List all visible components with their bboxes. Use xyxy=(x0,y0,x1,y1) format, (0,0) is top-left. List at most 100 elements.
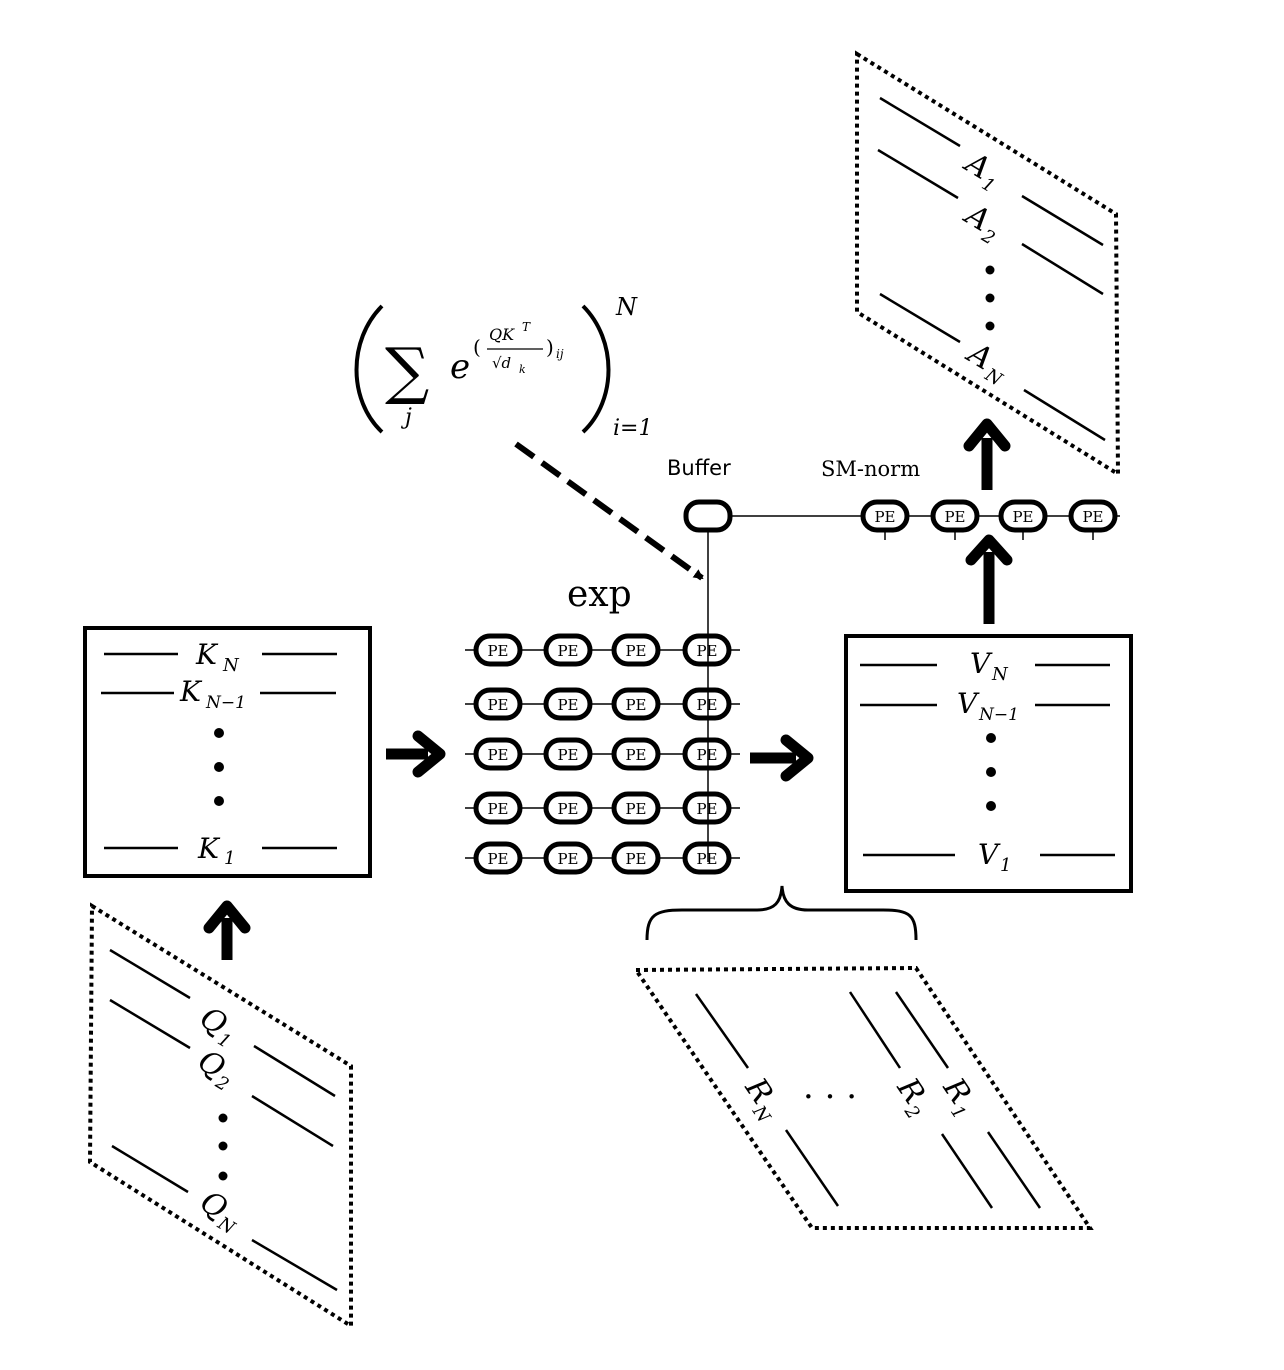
pe-label: PE xyxy=(874,508,895,526)
pe-cell-r3-c4: PE xyxy=(682,737,732,771)
left-parenthesis xyxy=(354,304,384,434)
right-parenthesis xyxy=(581,304,611,434)
outer-subscript: i=1 xyxy=(613,416,652,441)
r-matrix-border xyxy=(632,965,1094,1230)
pe-label: PE xyxy=(487,696,508,714)
q-row-n: Q N xyxy=(194,1184,240,1240)
svg-text:K: K xyxy=(197,832,221,865)
v-row-n-minus-1: V N−1 xyxy=(957,687,1019,725)
formula-dashed-arrow xyxy=(514,441,704,581)
exp-close-sub: ij xyxy=(556,347,564,361)
exp-close-paren: ) xyxy=(546,335,554,359)
svg-text:K: K xyxy=(195,638,219,671)
pe-label: PE xyxy=(696,642,717,660)
svg-text:V: V xyxy=(978,838,1001,871)
r-col-1: R 1 xyxy=(935,1071,977,1123)
k-row-1: K 1 xyxy=(197,832,235,869)
exp-denominator-sub: k xyxy=(519,363,526,376)
pe-label: PE xyxy=(557,642,578,660)
svg-text:N−1: N−1 xyxy=(205,693,246,713)
q-row-1: Q 1 xyxy=(194,1000,235,1053)
k-row-n: K N xyxy=(195,638,240,676)
arrow-q-to-k xyxy=(203,900,251,960)
r-col-n: R N xyxy=(737,1071,779,1128)
exp-base: e xyxy=(450,347,470,387)
pe-cell-r4-c1: PE xyxy=(473,791,523,825)
pe-label: PE xyxy=(625,800,646,818)
arrow-v-to-smnorm xyxy=(965,534,1013,624)
exp-label: exp xyxy=(567,574,632,615)
softmax-denominator-formula: ∑ j e ( QK T √d k ) ij N i=1 xyxy=(354,293,652,441)
sm-norm-pe-1: PE xyxy=(860,499,910,533)
pe-cell-r2-c1: PE xyxy=(473,687,523,721)
svg-text:R: R xyxy=(889,1071,931,1110)
pe-cell-r5-c1: PE xyxy=(473,841,523,875)
a-matrix-border xyxy=(855,50,1121,478)
pe-label: PE xyxy=(696,850,717,868)
v-matrix-box xyxy=(844,634,1133,893)
a-matrix: A 1 A 2 A N xyxy=(855,50,1121,478)
pe-label: PE xyxy=(625,850,646,868)
k-matrix: K N K N−1 K 1 xyxy=(83,626,372,878)
pe-cell-r2-c3: PE xyxy=(611,687,661,721)
pe-cell-r1-c4: PE xyxy=(682,633,732,667)
sum-symbol: ∑ xyxy=(385,334,429,407)
pe-label: PE xyxy=(487,800,508,818)
q-matrix-border xyxy=(87,902,353,1330)
sm-norm-pe-3: PE xyxy=(998,499,1048,533)
svg-text:R: R xyxy=(737,1071,779,1110)
pe-label: PE xyxy=(557,800,578,818)
a-row-2: A 2 xyxy=(957,196,999,249)
pe-label: PE xyxy=(557,746,578,764)
pe-cell-r5-c2: PE xyxy=(543,841,593,875)
pe-cell-r3-c1: PE xyxy=(473,737,523,771)
sum-index: j xyxy=(400,405,412,430)
exp-open-paren: ( xyxy=(473,335,481,359)
pe-label: PE xyxy=(944,508,965,526)
arrow-k-to-grid xyxy=(386,730,446,778)
pe-label: PE xyxy=(557,696,578,714)
sm-norm-label: SM-norm xyxy=(821,457,920,481)
exp-numerator-sup: T xyxy=(522,320,531,334)
svg-text:N: N xyxy=(222,655,240,676)
sm-norm-pe-row: PE PE PE PE xyxy=(860,499,1118,540)
k-row-n-minus-1: K N−1 xyxy=(179,675,246,713)
pe-cell-r4-c4: PE xyxy=(682,791,732,825)
a-row-n: A N xyxy=(959,335,1006,392)
pe-label: PE xyxy=(487,746,508,764)
exp-denominator: √d xyxy=(492,354,511,372)
buffer-cell xyxy=(683,499,733,533)
r-matrix: R N · · · R 2 R 1 xyxy=(632,965,1094,1230)
v-row-1: V 1 xyxy=(978,838,1011,876)
arrow-grid-to-v xyxy=(750,734,814,782)
exp-numerator: QK xyxy=(489,325,515,344)
pe-label: PE xyxy=(557,850,578,868)
pe-cell-r5-c3: PE xyxy=(611,841,661,875)
r-brace xyxy=(645,885,918,941)
pe-label: PE xyxy=(625,746,646,764)
sm-norm-pe-4: PE xyxy=(1068,499,1118,533)
pe-label: PE xyxy=(696,746,717,764)
pe-label: PE xyxy=(696,800,717,818)
sm-norm-pe-2: PE xyxy=(930,499,980,533)
svg-text:K: K xyxy=(179,675,203,708)
pe-label: PE xyxy=(625,696,646,714)
k-matrix-box xyxy=(83,626,372,878)
pe-cell-r2-c4: PE xyxy=(682,687,732,721)
pe-cell-r4-c2: PE xyxy=(543,791,593,825)
pe-label: PE xyxy=(696,696,717,714)
r-ellipsis: · · · xyxy=(803,1077,857,1117)
svg-text:1: 1 xyxy=(224,848,235,869)
v-matrix: V N V N−1 V 1 xyxy=(844,634,1133,893)
q-row-2: Q 2 xyxy=(192,1043,233,1096)
a-row-1: A 1 xyxy=(957,144,999,197)
pe-label: PE xyxy=(625,642,646,660)
pe-cell-r4-c3: PE xyxy=(611,791,661,825)
pe-cell-r3-c2: PE xyxy=(543,737,593,771)
pe-cell-r1-c2: PE xyxy=(543,633,593,667)
svg-text:1: 1 xyxy=(1000,855,1011,876)
outer-superscript: N xyxy=(615,293,638,321)
svg-text:R: R xyxy=(935,1071,977,1110)
